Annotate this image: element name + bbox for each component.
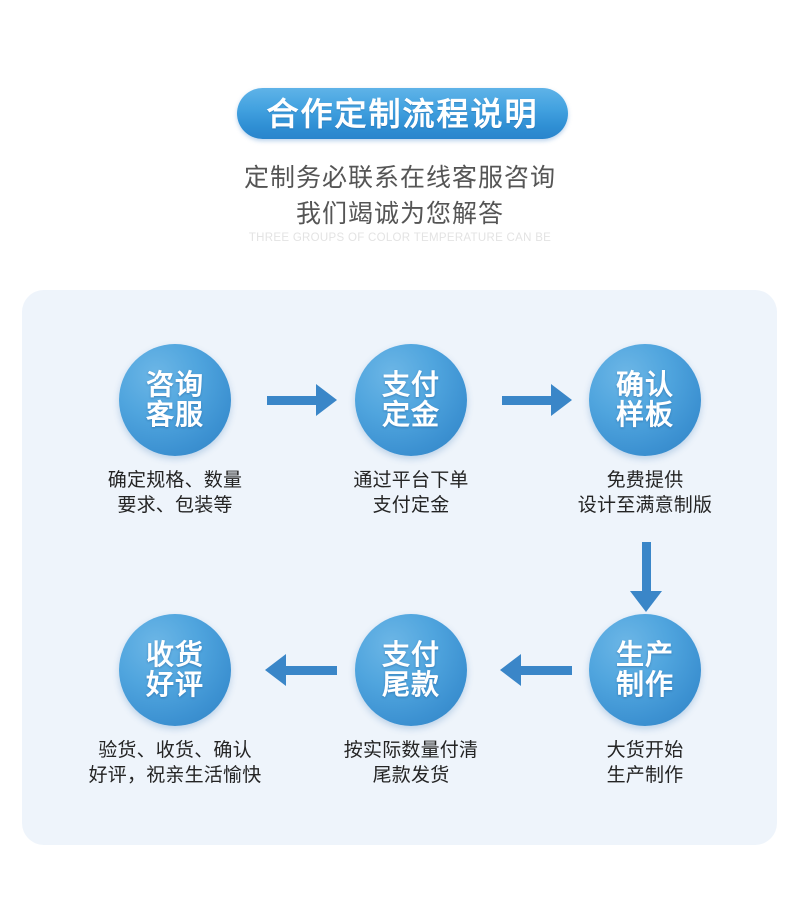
flow-step-production[interactable]: 生产 制作 大货开始 生产制作 <box>530 614 760 788</box>
arrow-shaft <box>267 395 316 405</box>
step-circle-line-2: 尾款 <box>381 669 440 700</box>
step-caption-line-1: 通过平台下单 <box>353 470 469 491</box>
process-flow-panel: 咨询 客服 确定规格、数量 要求、包装等 支付 定金 通过平台下单 支付定金 确… <box>22 290 777 845</box>
subtitle-line-2: 我们竭诚为您解答 <box>295 200 504 228</box>
step-circle-line-1: 支付 <box>381 638 440 670</box>
step-caption-line-1: 免费提供 <box>606 470 684 491</box>
step-caption-line-2: 好评，祝亲生活愉快 <box>88 765 262 787</box>
eyebrow-english-text: THREE GROUPS OF COLOR TEMPERATURE CAN BE <box>248 232 552 244</box>
step-circle-line-1: 收货 <box>145 638 204 670</box>
arrow-head <box>265 654 286 686</box>
subtitle-line-1: 定制务必联系在线客服咨询 <box>243 164 556 192</box>
arrow-right-icon <box>267 383 337 417</box>
arrow-shaft <box>641 542 651 591</box>
step-circle-line-2: 定金 <box>381 399 440 430</box>
page-title-pill: 合作定制流程说明 <box>237 88 568 139</box>
step-caption-line-1: 大货开始 <box>606 740 684 761</box>
step-caption-production: 大货开始 生产制作 <box>530 738 760 788</box>
step-caption-confirm-sample: 免费提供 设计至满意制版 <box>530 468 760 518</box>
step-circle-line-2: 客服 <box>145 399 204 430</box>
arrow-head <box>316 384 337 416</box>
arrow-left-icon <box>500 653 572 687</box>
step-caption-line-2: 支付定金 <box>372 495 450 517</box>
flow-step-pay-deposit[interactable]: 支付 定金 通过平台下单 支付定金 <box>296 344 526 518</box>
arrow-shaft <box>502 395 551 405</box>
arrow-head <box>630 591 662 612</box>
arrow-right-icon <box>502 383 572 417</box>
flow-step-consult-service[interactable]: 咨询 客服 确定规格、数量 要求、包装等 <box>60 344 290 518</box>
step-caption-line-2: 生产制作 <box>606 765 684 787</box>
step-caption-pay-deposit: 通过平台下单 支付定金 <box>296 468 526 518</box>
step-circle-line-2: 样板 <box>615 399 674 430</box>
arrow-left-icon <box>265 653 337 687</box>
step-circle-pay-deposit[interactable]: 支付 定金 <box>355 344 467 456</box>
step-caption-line-2: 尾款发货 <box>372 765 450 787</box>
step-circle-production[interactable]: 生产 制作 <box>589 614 701 726</box>
flow-step-receive-review[interactable]: 收货 好评 验货、收货、确认 好评，祝亲生活愉快 <box>60 614 290 788</box>
page-title: 合作定制流程说明 <box>266 95 539 132</box>
step-circle-receive-review[interactable]: 收货 好评 <box>119 614 231 726</box>
step-caption-pay-balance: 按实际数量付清 尾款发货 <box>296 738 526 788</box>
step-circle-line-1: 咨询 <box>145 368 204 400</box>
arrow-down-icon <box>629 542 663 612</box>
arrow-head <box>500 654 521 686</box>
flow-step-confirm-sample[interactable]: 确认 样板 免费提供 设计至满意制版 <box>530 344 760 518</box>
step-circle-line-1: 确认 <box>615 368 674 400</box>
arrow-shaft <box>521 665 572 675</box>
step-caption-receive-review: 验货、收货、确认 好评，祝亲生活愉快 <box>60 738 290 788</box>
step-circle-confirm-sample[interactable]: 确认 样板 <box>589 344 701 456</box>
step-caption-line-1: 验货、收货、确认 <box>98 740 252 761</box>
step-caption-line-2: 要求、包装等 <box>117 495 233 517</box>
step-circle-line-2: 好评 <box>145 669 204 700</box>
step-caption-line-1: 确定规格、数量 <box>107 470 243 491</box>
step-circle-line-1: 支付 <box>381 368 440 400</box>
arrow-head <box>551 384 572 416</box>
step-caption-line-2: 设计至满意制版 <box>577 495 713 517</box>
step-circle-consult-service[interactable]: 咨询 客服 <box>119 344 231 456</box>
step-circle-line-1: 生产 <box>615 638 674 670</box>
step-circle-line-2: 制作 <box>615 669 674 700</box>
arrow-shaft <box>286 665 337 675</box>
step-caption-consult-service: 确定规格、数量 要求、包装等 <box>60 468 290 518</box>
page-header: 合作定制流程说明 定制务必联系在线客服咨询 我们竭诚为您解答 THREE GRO… <box>0 0 800 290</box>
step-circle-pay-balance[interactable]: 支付 尾款 <box>355 614 467 726</box>
step-caption-line-1: 按实际数量付清 <box>343 740 479 761</box>
flow-step-pay-balance[interactable]: 支付 尾款 按实际数量付清 尾款发货 <box>296 614 526 788</box>
